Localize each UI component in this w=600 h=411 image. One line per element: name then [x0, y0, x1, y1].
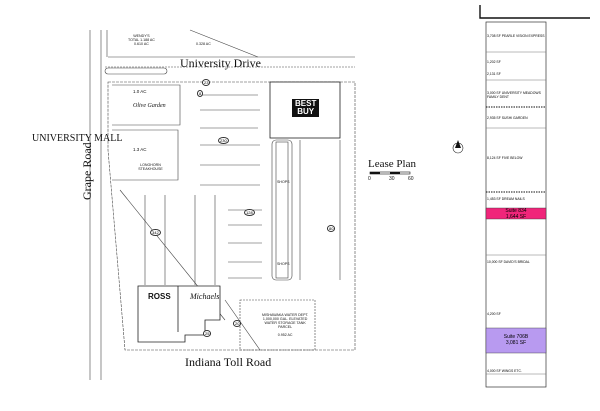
olive-garden-area: 1.0 AC — [133, 89, 147, 94]
tenant-sf: 3,708 SF — [487, 34, 501, 38]
parking-count: 128 — [244, 209, 255, 216]
toll-road-label: Indiana Toll Road — [185, 355, 272, 369]
tenant-sf: 4,000 SF — [487, 369, 501, 373]
tenant-sf: 2,935 SF — [487, 116, 501, 120]
wendys-label: WENDY'S — [133, 34, 150, 38]
tenant-row[interactable]: 3,000 SF UNIVERSITY MEADOWS FAMILY DENT — [487, 91, 545, 99]
wendys-total: TOTAL 1.188 AC — [128, 38, 155, 42]
water-tank-line: WATER STORAGE TANK — [264, 321, 306, 325]
scale-0: 0 — [368, 176, 371, 182]
tenant-name: FIVE BELOW — [501, 156, 523, 160]
tenant-row[interactable]: 1,453 SF DREAM NAILS — [487, 197, 545, 201]
shops-upper-label: SHOPS — [277, 180, 290, 184]
tenant-row[interactable]: 3,708 SF PEARLE VISION EXPRESS — [487, 34, 545, 38]
parking-count: 23 — [202, 79, 211, 86]
tenant-row[interactable]: 4,000 SF WINGS ETC. — [487, 369, 545, 373]
scale-60: 60 — [408, 176, 414, 182]
tenant-row[interactable]: 10,000 SF DAVID'S BRIDAL — [487, 260, 545, 264]
tenant-name: SUSHI GARDEN — [501, 116, 528, 120]
parking-count: 20 — [233, 320, 242, 327]
university-drive-label: University Drive — [180, 56, 261, 70]
suite-sf: 3,081 SF — [505, 340, 527, 346]
longhorn-label: LONGHORN STEAKHOUSE — [138, 163, 163, 171]
tenant-sf: 1,453 SF — [487, 197, 501, 201]
scale-30: 30 — [389, 176, 395, 182]
water-tank-line: 1,000,000 GAL. ELEVATED — [262, 317, 308, 321]
scale-bar — [369, 171, 411, 175]
water-tank-parcel: MISHAWAKA WATER DEPT.1,000,000 GAL. ELEV… — [262, 313, 308, 337]
tenant-name: WINGS ETC. — [501, 369, 522, 373]
suite-sf: 1,644 SF — [505, 214, 527, 220]
parking-count: 342 — [150, 229, 161, 236]
best-buy-line: BUY — [297, 107, 315, 116]
tenant-row[interactable]: 8,124 SF FIVE BELOW — [487, 156, 545, 160]
lease-plan-title: Lease Plan — [368, 158, 416, 170]
water-tank-line: PARCEL — [278, 325, 293, 329]
grape-road-label: Grape Road — [80, 142, 94, 200]
parking-count: 25 — [203, 330, 212, 337]
water-tank-line: MISHAWAKA WATER DEPT. — [262, 313, 309, 317]
tenant-row[interactable]: 1,202 SF — [487, 60, 545, 64]
university-mall-label: UNIVERSITY MALL — [32, 133, 123, 144]
tenant-name: DAVID'S BRIDAL — [503, 260, 530, 264]
ross-logo: ROSS — [148, 292, 171, 301]
north-arrow-icon — [452, 140, 464, 154]
water-tank-line: 0.952 AC — [277, 333, 293, 337]
tenant-name: PEARLE VISION EXPRESS — [501, 34, 545, 38]
longhorn-area: 1.3 AC — [133, 147, 147, 152]
parking-count: 80 — [327, 225, 336, 232]
tenant-sf: 8,124 SF — [487, 156, 501, 160]
parking-count: 8 — [197, 90, 204, 97]
michaels-logo: Michaels — [190, 292, 220, 301]
tenant-sf: 2,131 SF — [487, 72, 501, 76]
shops-lower-label: SHOPS — [277, 262, 290, 266]
wendys-area: 0.610 AC — [134, 42, 149, 46]
tenant-sf: 4,200 SF — [487, 312, 501, 316]
tenant-sf: 3,000 SF — [487, 91, 501, 95]
tenant-row[interactable]: 2,935 SF SUSHI GARDEN — [487, 116, 545, 120]
tenant-sf: 1,202 SF — [487, 60, 501, 64]
east-outparcel-area: 0.328 AC — [196, 42, 211, 46]
tenant-name: UNIVERSITY MEADOWS FAMILY DENT — [487, 91, 541, 99]
tenant-name: DREAM NAILS — [501, 197, 525, 201]
parking-count: 230 — [218, 137, 229, 144]
tenant-sf: 10,000 SF — [487, 260, 503, 264]
suite-number: Suite 706B — [503, 334, 529, 340]
olive-garden-logo: Olive Garden — [133, 103, 166, 109]
suite-number: Suite 834 — [505, 208, 527, 214]
best-buy-line: BEST — [295, 99, 317, 108]
tenant-row[interactable]: 2,131 SF — [487, 72, 545, 76]
tenant-row[interactable]: 4,200 SF — [487, 312, 545, 316]
